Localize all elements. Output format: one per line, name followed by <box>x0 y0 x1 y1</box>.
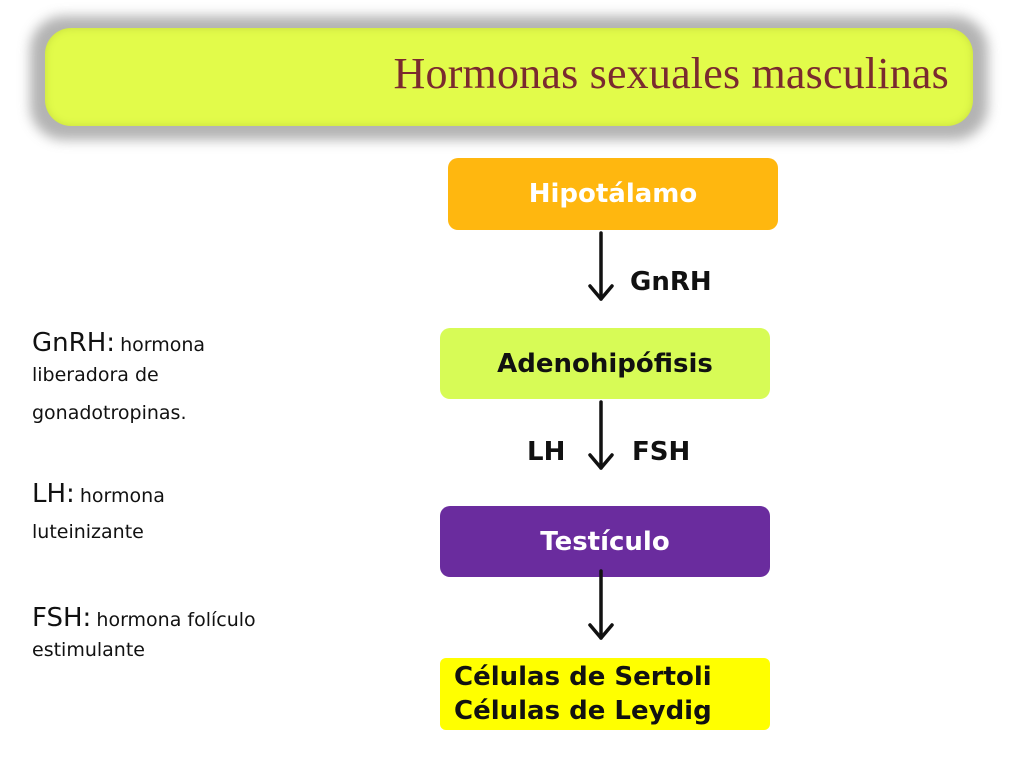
node-celulas-sertoli: Células de Sertoli <box>454 662 712 692</box>
legend-lh-abbr: LH: <box>32 479 75 509</box>
legend-fsh-desc-1: hormona folículo <box>96 609 256 631</box>
page-title: Hormonas sexuales masculinas <box>393 49 949 98</box>
legend-gnrh-abbr: GnRH: <box>32 328 116 358</box>
node-celulas: Células de Sertoli Células de Leydig <box>440 658 770 730</box>
arrow-down-icon <box>588 400 614 470</box>
node-adenohipofisis: Adenohipófisis <box>440 328 770 399</box>
legend-gnrh: GnRH: hormona liberadora de gonadotropin… <box>32 328 332 428</box>
arrow-down-icon <box>588 231 614 301</box>
node-testiculo: Testículo <box>440 506 770 577</box>
legend-gnrh-desc-3: gonadotropinas. <box>32 402 187 424</box>
legend-gnrh-desc-1: hormona <box>120 334 206 356</box>
legend-gnrh-desc-2: liberadora de <box>32 364 159 386</box>
node-celulas-leydig: Células de Leydig <box>454 696 712 726</box>
edge-label-gnrh: GnRH <box>630 267 712 297</box>
legend-fsh-abbr: FSH: <box>32 603 92 633</box>
edge-label-lh: LH <box>527 437 566 467</box>
legend-lh-desc-1: hormona <box>79 485 165 507</box>
legend-fsh: FSH: hormona folículo estimulante <box>32 603 352 665</box>
edge-label-fsh: FSH <box>632 437 691 467</box>
legend-fsh-desc-2: estimulante <box>32 639 145 661</box>
node-hipotalamo: Hipotálamo <box>448 158 778 230</box>
title-banner: Hormonas sexuales masculinas <box>45 28 973 126</box>
arrow-down-icon <box>588 569 614 640</box>
legend-lh: LH: hormona luteinizante <box>32 479 332 547</box>
legend-lh-desc-2: luteinizante <box>32 521 144 543</box>
